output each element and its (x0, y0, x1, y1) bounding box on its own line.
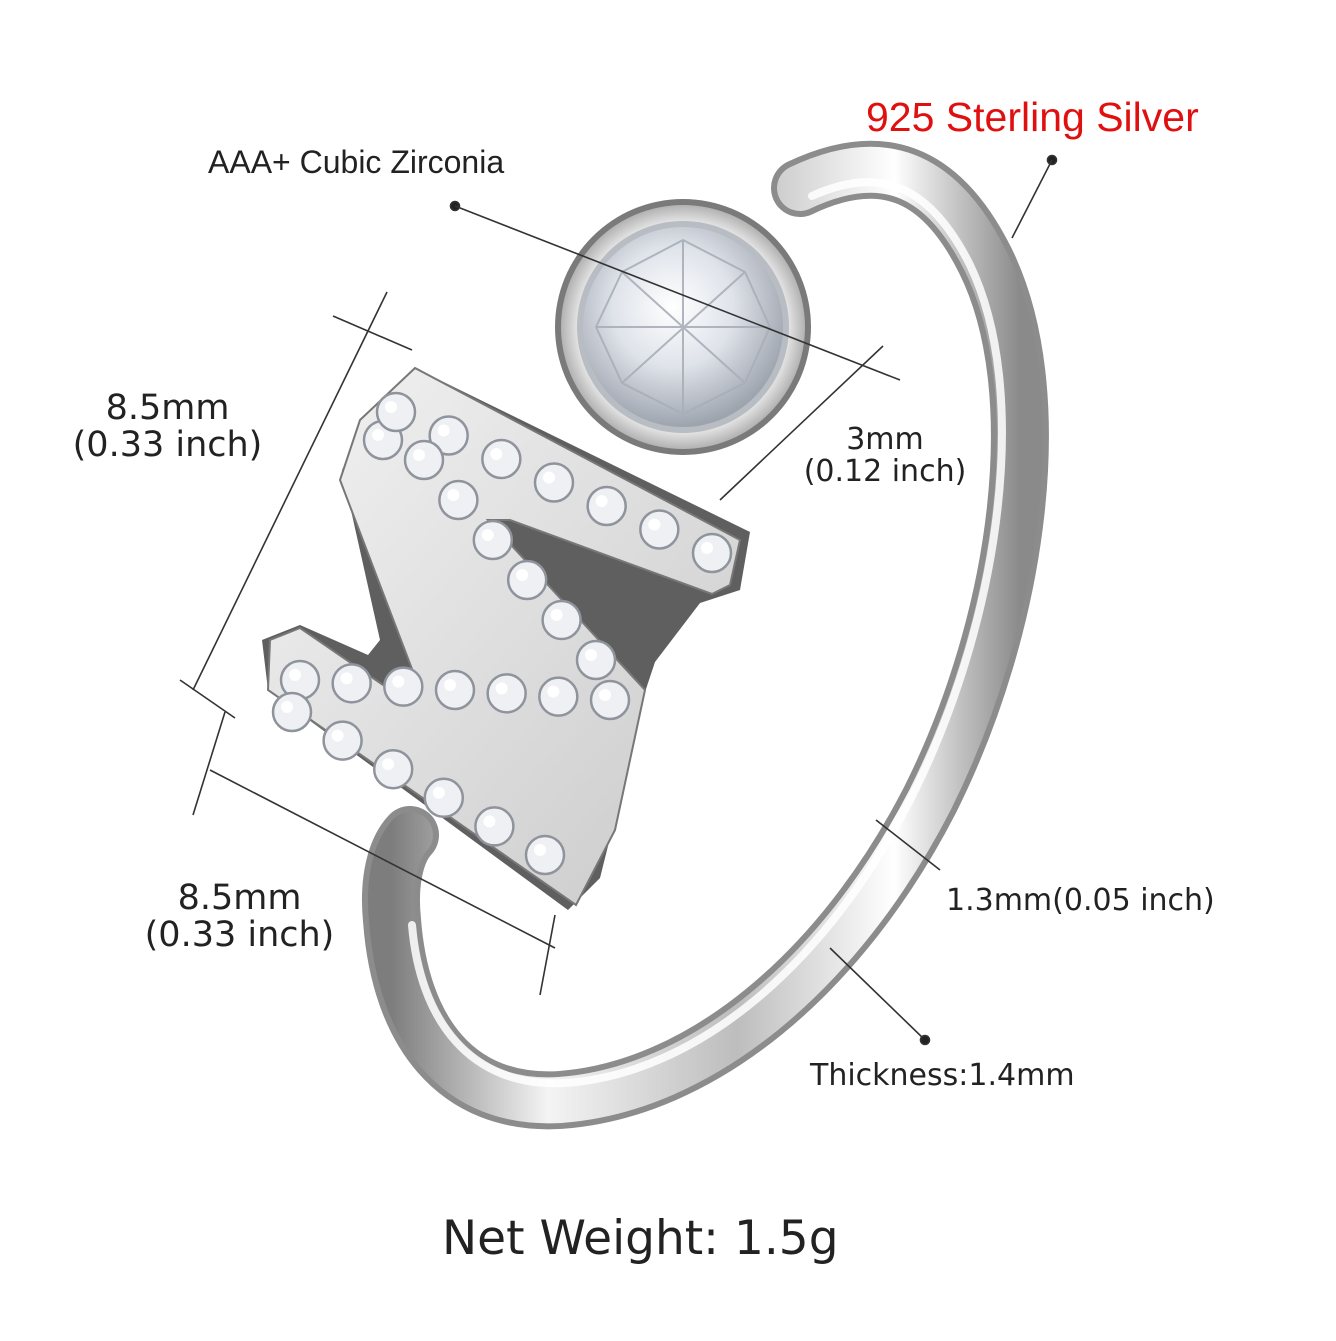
pave-stone-highlight (543, 471, 555, 484)
pave-stone-highlight (444, 679, 456, 691)
pave-stone (383, 666, 424, 707)
pave-stone (481, 438, 522, 480)
pave-stone (472, 519, 514, 561)
pave-stone (639, 509, 680, 550)
band-width-label: 1.3mm(0.05 inch) (946, 883, 1215, 918)
material-label: 925 Sterling Silver (866, 94, 1199, 140)
letter-height-label: 8.5mm (0.33 inch) (60, 390, 275, 464)
pave-stones (271, 391, 733, 876)
pave-stone-highlight (447, 489, 460, 501)
pave-stone (474, 806, 515, 847)
stone-size-mm: 3mm (846, 422, 924, 457)
pave-stone-highlight (340, 672, 353, 685)
pave-stone-highlight (481, 529, 494, 541)
letter-width-inch: (0.33 inch) (144, 914, 335, 955)
pave-stone (271, 691, 313, 733)
bezel-stone (555, 199, 811, 455)
pave-stone-highlight (382, 758, 395, 771)
pave-stone (486, 673, 527, 714)
pave-stone-highlight (432, 786, 445, 799)
callout-lines (179, 154, 1058, 1046)
pave-stone-highlight (550, 609, 563, 621)
pave-stone-highlight (547, 685, 560, 698)
pave-stone-highlight (516, 569, 529, 581)
letter-width-label: 8.5mm (0.33 inch) (132, 880, 347, 954)
stone-size-inch: (0.12 inch) (803, 453, 967, 489)
pave-stone (691, 532, 733, 574)
stone-size-label: 3mm (0.12 inch) (796, 424, 974, 487)
pave-stone-highlight (495, 682, 508, 695)
pave-stone-highlight (483, 815, 496, 828)
stone-label: AAA+ Cubic Zirconia (208, 144, 505, 180)
pave-stone (506, 559, 548, 601)
pave-stone (538, 676, 579, 717)
pave-stone-highlight (490, 448, 503, 460)
net-weight-label: Net Weight: 1.5g (442, 1211, 839, 1266)
pave-stone-highlight (281, 701, 293, 713)
pave-stone (524, 834, 566, 876)
letter-height-inch: (0.33 inch) (72, 424, 263, 465)
pave-stone-highlight (437, 424, 450, 437)
pave-stone-highlight (372, 429, 384, 441)
thickness-label: Thickness:1.4mm (810, 1058, 1075, 1093)
pave-stone (589, 679, 631, 721)
ring-band (361, 140, 1049, 1130)
letter-height-mm: 8.5mm (105, 388, 230, 428)
pave-stone (541, 599, 582, 641)
pave-stone-highlight (289, 669, 301, 681)
pave-stone (586, 485, 627, 527)
pave-stone-highlight (648, 518, 661, 531)
pave-stone-highlight (331, 729, 344, 742)
pave-stone (428, 415, 469, 456)
pave-stone-highlight (385, 401, 397, 413)
pave-stone (533, 462, 575, 503)
pave-stone (322, 720, 363, 761)
pave-stone-highlight (585, 649, 597, 661)
pave-stone-highlight (392, 675, 405, 688)
pave-stone (372, 748, 414, 790)
pave-stone (423, 777, 465, 819)
pave-stone (575, 639, 617, 681)
pave-stone-highlight (701, 542, 713, 554)
pave-stone (375, 391, 417, 433)
pave-stone (438, 479, 479, 521)
pave-stone (434, 669, 476, 711)
pave-stone (403, 439, 445, 481)
letter-width-mm: 8.5mm (177, 878, 302, 918)
pave-stone-highlight (413, 449, 425, 461)
pave-stone-highlight (599, 689, 611, 701)
pave-stone-highlight (595, 495, 608, 507)
pave-stone-highlight (534, 844, 546, 856)
pave-stone (331, 663, 372, 704)
